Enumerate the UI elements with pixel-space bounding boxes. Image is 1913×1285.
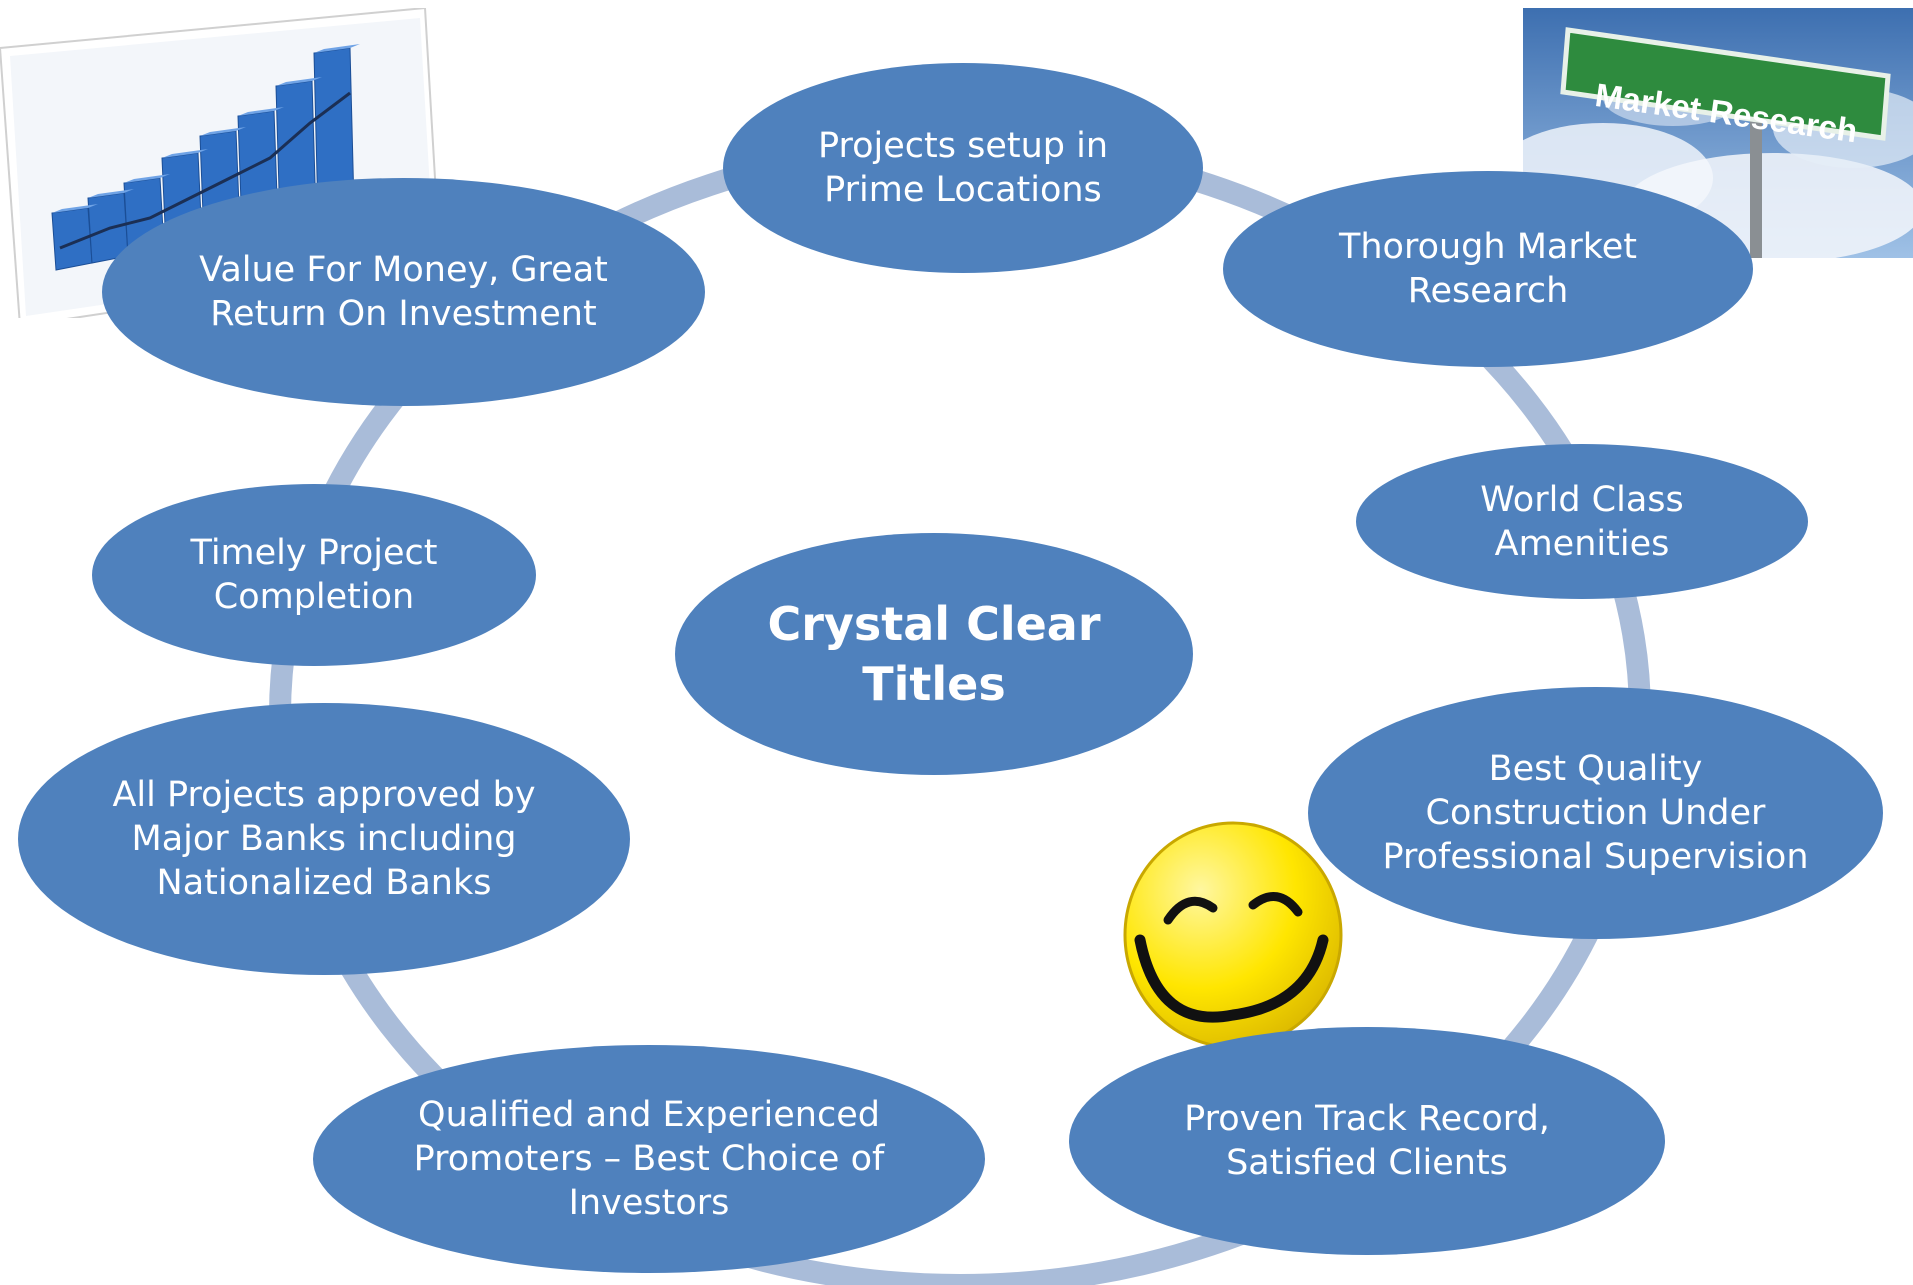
node-track-record: Proven Track Record, Satisfied Clients	[1069, 1027, 1665, 1255]
node-prime-locations: Projects setup in Prime Locations	[723, 63, 1203, 273]
node-label: Qualified and Experienced Promoters – Be…	[413, 1095, 885, 1223]
node-construction: Best Quality Construction Under Professi…	[1308, 687, 1883, 939]
node-label: Value For Money, Great Return On Investm…	[199, 250, 608, 334]
node-label: World Class Amenities	[1480, 479, 1684, 564]
node-label: Timely Project Completion	[190, 533, 438, 617]
node-amenities: World Class Amenities	[1356, 444, 1808, 599]
node-bank-approval: All Projects approved by Major Banks inc…	[18, 703, 630, 975]
node-value-for-money: Value For Money, Great Return On Investm…	[102, 178, 705, 406]
center-node: Crystal Clear Titles	[675, 533, 1193, 775]
node-timely-completion: Timely Project Completion	[92, 484, 536, 666]
node-label: All Projects approved by Major Banks inc…	[112, 775, 536, 903]
node-label: Thorough Market Research	[1338, 227, 1638, 311]
center-label-text: Crystal Clear Titles	[767, 597, 1101, 711]
center-node-label: Crystal Clear Titles	[767, 594, 1100, 714]
node-market-research: Thorough Market Research	[1223, 171, 1753, 367]
smiley-face-icon	[1123, 821, 1343, 1049]
node-label: Proven Track Record, Satisfied Clients	[1184, 1099, 1550, 1183]
node-promoters: Qualified and Experienced Promoters – Be…	[313, 1045, 985, 1273]
node-label: Projects setup in Prime Locations	[817, 126, 1109, 210]
node-label: Best Quality Construction Under Professi…	[1382, 749, 1809, 877]
